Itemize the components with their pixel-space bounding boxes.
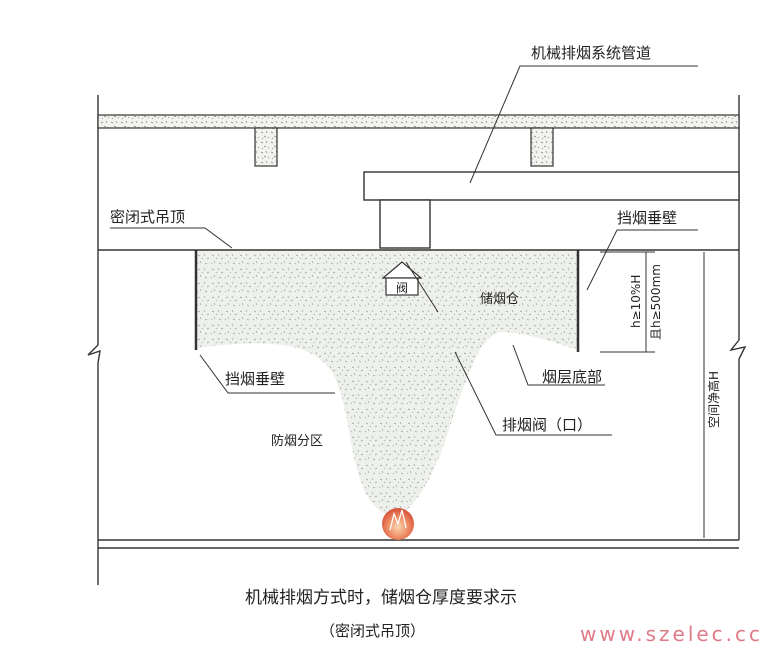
fire-icon (382, 508, 414, 540)
label-sealed-ceiling: 密闭式吊顶 (110, 208, 185, 226)
leader-lines (110, 65, 698, 436)
label-smoke-reservoir: 储烟仓 (480, 292, 519, 307)
label-dim-h: h≥10%H (629, 275, 643, 328)
valve-mark-text: 阀 (396, 281, 408, 295)
label-smoke-zone: 防烟分区 (271, 433, 323, 449)
label-smoke-barrier-left: 挡烟垂壁 (225, 370, 285, 388)
smoke-reservoir-area (196, 250, 578, 516)
label-smoke-layer-bottom: 烟层底部 (542, 368, 602, 386)
label-duct: 机械排烟系统管道 (531, 44, 651, 62)
label-dim-h-min: 且h≥500mm (649, 264, 663, 340)
dimension-h (600, 251, 655, 353)
floor (98, 539, 739, 549)
caption-line1: 机械排烟方式时，储烟仓厚度要求示 (245, 588, 517, 608)
exhaust-valve-icon: 阀 (381, 261, 423, 296)
smoke-exhaust-duct (363, 171, 740, 249)
watermark: www.szelec.cc (580, 622, 759, 646)
caption-line2: （密闭式吊顶） (320, 622, 425, 640)
label-clear-height: 空间净高H (706, 371, 721, 428)
roof-slab (97, 114, 740, 167)
wall-left (87, 95, 101, 585)
wall-right (729, 95, 747, 540)
label-smoke-barrier-right: 挡烟垂壁 (617, 209, 677, 227)
label-exhaust-valve: 排烟阀（口） (502, 416, 592, 434)
